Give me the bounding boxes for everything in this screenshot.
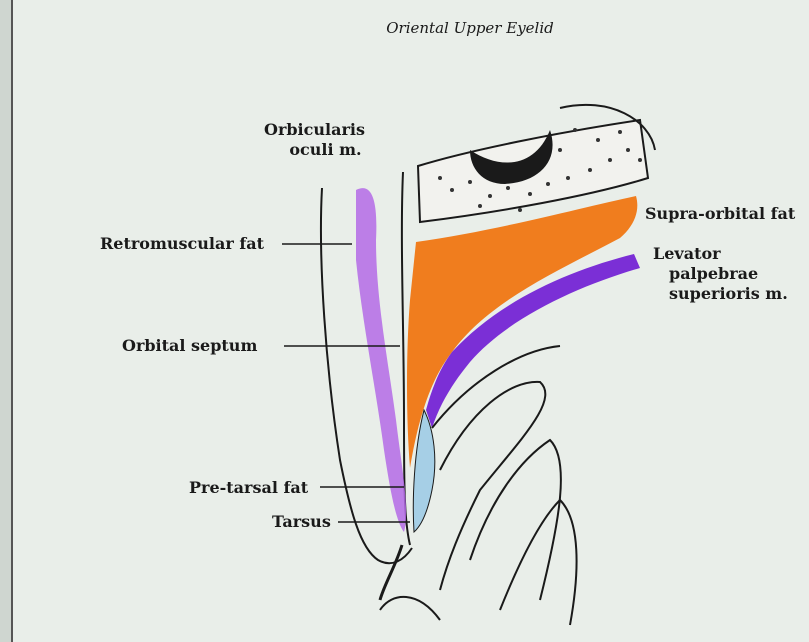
label-levator-line1: Levator [653,244,788,264]
globe-outline-4 [500,500,577,625]
label-tarsus: Tarsus [272,512,331,532]
globe-outline-2 [440,382,545,590]
label-orbicularis-line2: oculi m. [264,140,365,160]
label-pretarsal-fat: Pre-tarsal fat [189,478,308,498]
label-levator-line2: palpebrae [653,264,788,284]
label-orbicularis-line1: Orbicularis [264,120,365,140]
label-levator: Levator palpebrae superioris m. [653,244,788,304]
label-supraorbital-fat: Supra-orbital fat [645,204,795,224]
supraorbital-fat [407,196,637,468]
orbicularis-muscle [356,188,406,532]
lower-lid-arc [380,597,440,620]
label-levator-line3: superioris m. [653,284,788,304]
label-retromuscular-fat: Retromuscular fat [100,234,264,254]
label-orbicularis: Orbicularis oculi m. [264,120,365,160]
lash-curve [380,545,402,600]
label-orbital-septum: Orbital septum [122,336,257,356]
